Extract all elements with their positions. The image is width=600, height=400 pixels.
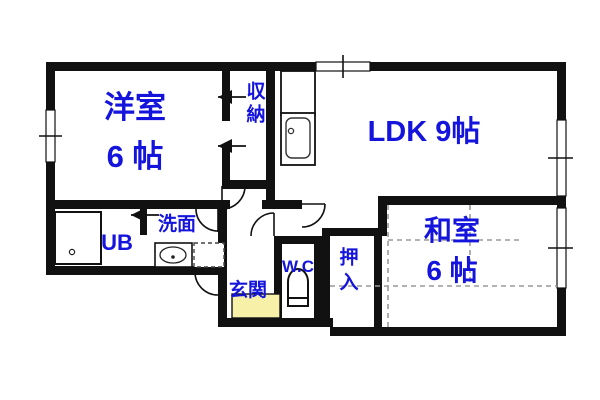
wall-wc-east: [314, 236, 322, 322]
space-label-oshiire: 押入: [337, 246, 359, 297]
door-genkan[interactable]: [194, 271, 219, 296]
wall-exterior-south-middle: [218, 318, 333, 327]
washer-space: [193, 242, 225, 268]
door-ldk-hall[interactable]: [301, 203, 326, 228]
door-swing-group[interactable]: [194, 185, 326, 296]
wall-shuno-east: [266, 62, 275, 180]
wall-exterior-south-right: [330, 327, 566, 336]
kitchen-counter: [280, 70, 316, 116]
sliding-door-group[interactable]: [131, 90, 246, 222]
space-label-wc: W.C: [282, 257, 314, 276]
door-wc[interactable]: [250, 212, 275, 237]
room-label-group: 洋室 6 帖 LDK 9帖 和室 6 帖: [104, 90, 480, 286]
sink-basin-bowl: [159, 246, 187, 264]
room-label-washitsu-line2: 6 帖: [426, 255, 477, 286]
wall-exterior-west-bath: [46, 205, 55, 275]
wall-wc-west: [274, 236, 282, 322]
wall-group: [46, 62, 566, 336]
wall-exterior-west-lower: [46, 160, 55, 210]
wall-youshitsu-south: [46, 200, 230, 209]
bathtub: [54, 211, 102, 265]
wall-hall-stub: [262, 200, 276, 209]
wall-oshiire-west: [322, 236, 330, 327]
window-group: [39, 55, 573, 289]
kitchen-sink-drain: [287, 127, 295, 135]
wall-exterior-west-upper: [46, 62, 55, 112]
door-youshitsu-hall[interactable]: [221, 185, 246, 210]
wall-genkan-west: [218, 266, 227, 322]
wall-exterior-south-bath: [46, 266, 226, 275]
tatami-line-group: [330, 205, 557, 327]
room-label-ldk: LDK 9帖: [368, 115, 481, 148]
wall-washitsu-west: [378, 196, 387, 236]
door-senmen[interactable]: [195, 208, 219, 232]
genkan-tile: [231, 293, 281, 319]
wall-ub-senmen: [140, 209, 147, 235]
space-label-genkan: 玄関: [229, 278, 267, 301]
wall-hall-north: [266, 200, 302, 209]
room-label-youshitsu-line2: 6 帖: [107, 139, 164, 174]
wall-youshitsu-east-2: [222, 148, 230, 186]
space-label-senmen: 洗面: [158, 212, 196, 235]
fixture-group: [54, 70, 316, 307]
sliding-shuno-upper[interactable]: [218, 90, 246, 104]
wall-shuno-south: [222, 180, 275, 189]
sink-basin-drain: [171, 255, 175, 259]
sliding-door-ub[interactable]: [131, 208, 159, 222]
kitchen-sink-basin: [285, 117, 311, 159]
space-label-group: 収納 UB 洗面 W.C 玄関 押入: [101, 81, 358, 301]
toilet-bowl: [287, 268, 309, 307]
wall-senmen-east: [218, 209, 227, 271]
space-label-ub: UB: [101, 230, 133, 255]
wall-oshiire-east: [374, 236, 382, 327]
wall-oshiire-north: [322, 228, 382, 236]
wall-ldk-washitsu: [386, 196, 566, 205]
sliding-shuno-lower[interactable]: [218, 139, 246, 153]
space-label-shuno-char1: 収納: [244, 81, 266, 127]
room-label-washitsu-line1: 和室: [424, 214, 480, 246]
wall-ldk-west: [266, 180, 275, 208]
wall-wc-north: [274, 236, 322, 244]
room-label-youshitsu-line1: 洋室: [104, 90, 166, 125]
wall-exterior-north: [46, 62, 566, 71]
bathtub-drain: [68, 248, 76, 256]
